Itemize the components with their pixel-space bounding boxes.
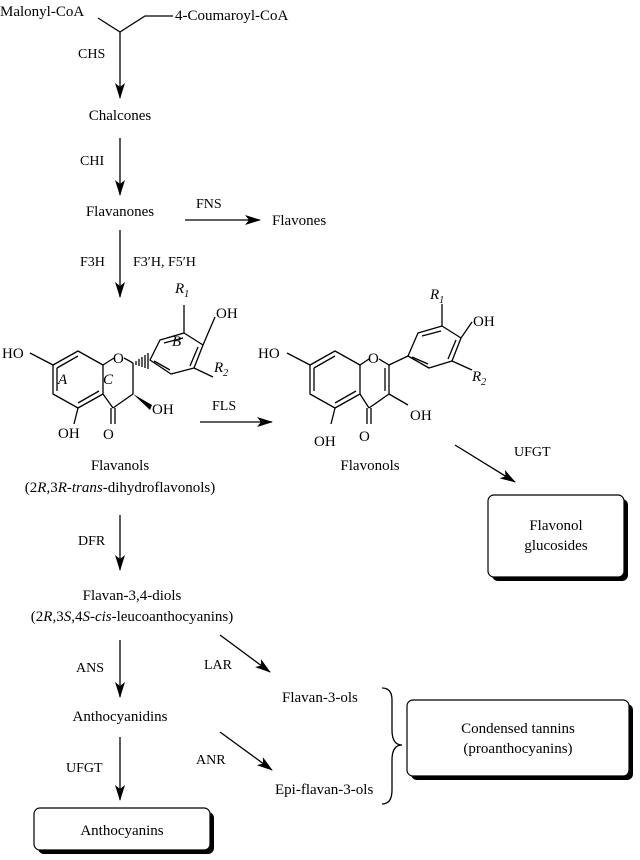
ring-c-label: C — [103, 372, 114, 388]
carbonyl-oxygen-label: O — [103, 427, 114, 443]
ring-b-double-2 — [189, 346, 199, 367]
flavan-diols-subtitle: (2R,3S,4S-cis-leucoanthocyanins) — [31, 609, 233, 625]
ring-c-bond-2 — [123, 357, 134, 364]
merge-connector — [97, 15, 173, 33]
ring-a-double-1 — [56, 355, 79, 369]
condensed-tannins-line2: (proanthocyanins) — [463, 741, 572, 757]
r1-label: R1 — [174, 281, 189, 300]
hashed-bond — [135, 353, 149, 369]
flavonol-oh-7-bond — [286, 352, 311, 366]
malonyl-coa-label: Malonyl-CoA — [0, 4, 84, 20]
flavan-3-ols-label: Flavan-3-ols — [282, 690, 358, 706]
flavanols-label: Flavanols — [91, 458, 149, 474]
dihydroflavonol-structure: HO OH O O OH OH R1 R2 A C B — [2, 281, 238, 443]
flavonol-ring-c-bond-2 — [378, 358, 390, 366]
enzyme-chi-label: CHI — [80, 154, 104, 169]
flavonol-oh-4prime-bond — [460, 321, 473, 339]
flavonol-ring-c-bond-5 — [359, 393, 370, 409]
flavonol-ring-link — [388, 355, 409, 366]
flavanols-subtitle: (2R,3R-trans-dihydroflavonols) — [25, 480, 215, 496]
flavonol-oh-5-bond — [330, 407, 336, 425]
chalcones-label: Chalcones — [89, 108, 152, 124]
enzyme-ans-label: ANS — [76, 661, 104, 676]
enzyme-lar-label: LAR — [204, 658, 233, 673]
flavonol-ring-b-double-2 — [447, 339, 457, 360]
ring-b-label: B — [172, 334, 181, 350]
flavonol-ho-7-label: HO — [258, 346, 280, 362]
flavonol-ring-c-bond-1 — [359, 358, 370, 366]
flavan-diols-label: Flavan-3,4-diols — [83, 588, 182, 604]
flavonol-r2-label: R2 — [471, 369, 486, 388]
ho-7-label: HO — [2, 346, 24, 362]
ring-c-bond-1 — [102, 357, 115, 366]
anthocyanins-label: Anthocyanins — [80, 823, 163, 839]
oh-5-bond — [73, 407, 79, 425]
ring-c-bond-4 — [112, 393, 134, 409]
enzyme-chs-label: CHS — [78, 47, 105, 62]
flavonol-ring-a-double-3 — [334, 390, 357, 404]
oh-3-label: OH — [152, 402, 174, 418]
enzyme-fls-label: FLS — [212, 399, 236, 414]
ring-b-double-1 — [163, 337, 184, 344]
flavonols-label: Flavonols — [340, 458, 399, 474]
oh-5-label: OH — [58, 426, 80, 442]
epi-flavan-3-ols-label: Epi-flavan-3-ols — [275, 782, 373, 798]
arrow-to-epi-flavan-3-ols — [219, 731, 273, 771]
enzyme-ufgt-flavonol-label: UFGT — [514, 445, 551, 460]
anthocyanins-box — [33, 807, 211, 851]
flavonol-glucosides-line1: Flavonol — [529, 518, 582, 534]
flavonol-ring-a-double-1 — [313, 355, 336, 369]
anthocyanidins-label: Anthocyanidins — [73, 709, 168, 725]
ring-c-bond-5 — [102, 393, 114, 409]
flavonol-ring-a-bonds — [309, 350, 361, 409]
flavonol-ring-oxygen-label: O — [368, 351, 379, 367]
flavonol-oh-3-bond — [388, 393, 409, 406]
hydroxyl-wedge — [133, 394, 152, 410]
oh-4prime-bond — [202, 316, 216, 346]
flavonol-glucosides-line2: glucosides — [524, 538, 587, 554]
arrow-to-flavan-3-ols — [219, 634, 271, 673]
enzyme-anr-label: ANR — [196, 753, 226, 768]
flavonol-structure: HO OH O O OH OH R1 R2 — [258, 287, 495, 450]
ring-a-label: A — [57, 372, 68, 388]
flavonol-ring-c-bond-4 — [368, 393, 390, 409]
enzyme-ufgt-anthocyanin-label: UFGT — [66, 761, 103, 776]
flavonol-carbonyl-oxygen-label: O — [359, 429, 370, 445]
oh-4prime-label: OH — [216, 306, 238, 322]
arrow-to-flavonol-glucosides — [454, 444, 516, 483]
grouping-brace — [381, 687, 403, 805]
enzyme-fns-label: FNS — [196, 197, 222, 212]
enzyme-f3p5p-label: F3′H, F5′H — [133, 255, 196, 270]
condensed-tannins-box — [406, 699, 630, 777]
oh-7-bond — [29, 352, 54, 366]
enzyme-f3h-label: F3H — [80, 255, 105, 270]
ring-b-double-3 — [153, 360, 171, 371]
flavonol-oh-4prime-label: OH — [473, 314, 495, 330]
flavonol-glucosides-box — [487, 494, 625, 578]
flavanones-label: Flavanones — [86, 204, 154, 220]
coumaroyl-coa-label: 4-Coumaroyl-CoA — [175, 8, 288, 24]
ring-a-double-3 — [77, 390, 100, 404]
flavonol-oh-3-label: OH — [410, 408, 432, 424]
flavones-label: Flavones — [272, 213, 326, 229]
condensed-tannins-line1: Condensed tannins — [461, 721, 575, 737]
flavonol-ring-b-double-3 — [411, 356, 429, 365]
flavonol-r2-bond — [451, 360, 473, 371]
ring-oxygen-label: O — [113, 351, 124, 367]
flavonol-r1-label: R1 — [429, 287, 444, 306]
r2-bond — [193, 367, 214, 378]
r2-label: R2 — [213, 360, 228, 379]
enzyme-dfr-label: DFR — [78, 534, 106, 549]
flavonol-ring-b-double-1 — [421, 330, 442, 337]
flavonol-oh-5-label: OH — [314, 434, 336, 450]
